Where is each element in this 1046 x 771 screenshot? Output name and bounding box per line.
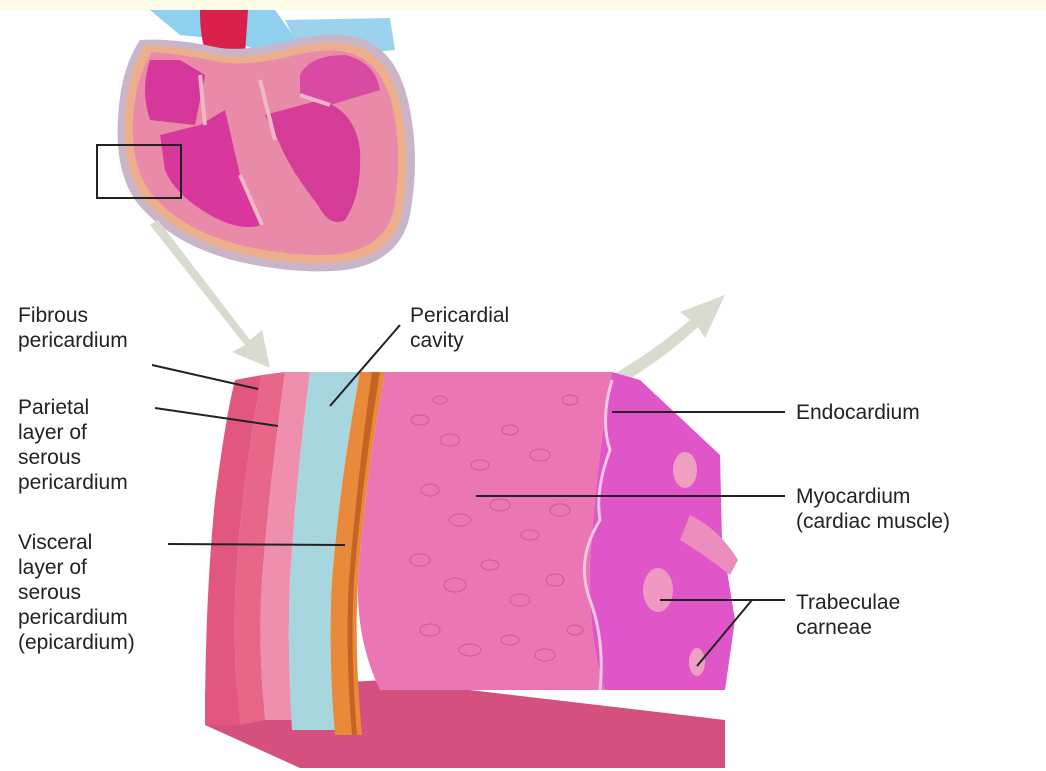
label-line: layer of xyxy=(18,555,135,580)
label-endocardium: Endocardium xyxy=(796,400,920,425)
heart-illustration xyxy=(97,10,415,271)
label-visceral-layer: Visceral layer of serous pericardium (ep… xyxy=(18,530,135,655)
label-line: layer of xyxy=(18,420,128,445)
label-line: serous xyxy=(18,445,128,470)
label-line: Parietal xyxy=(18,395,128,420)
leader-fibrous xyxy=(152,365,258,389)
trabecula-1 xyxy=(673,452,697,488)
label-trabeculae-carneae: Trabeculae carneae xyxy=(796,590,900,640)
label-line: Fibrous xyxy=(18,303,128,328)
label-line: pericardium xyxy=(18,328,128,353)
label-line: pericardium xyxy=(18,470,128,495)
trabecula-4 xyxy=(689,648,705,676)
label-line: cavity xyxy=(410,328,509,353)
label-line: carneae xyxy=(796,615,900,640)
right-atrium xyxy=(145,60,205,125)
trabecula-3 xyxy=(643,568,673,612)
label-parietal-layer: Parietal layer of serous pericardium xyxy=(18,395,128,495)
label-line: (epicardium) xyxy=(18,630,135,655)
label-line: (cardiac muscle) xyxy=(796,509,950,534)
myocardium-block xyxy=(358,372,612,690)
leader-visceral xyxy=(168,544,345,545)
label-line: Endocardium xyxy=(796,400,920,425)
label-line: Visceral xyxy=(18,530,135,555)
label-line: Trabeculae xyxy=(796,590,900,615)
label-fibrous-pericardium: Fibrous pericardium xyxy=(18,303,128,353)
label-line: Pericardial xyxy=(410,303,509,328)
label-line: serous xyxy=(18,580,135,605)
label-myocardium: Myocardium (cardiac muscle) xyxy=(796,484,950,534)
label-line: Myocardium xyxy=(796,484,950,509)
label-pericardial-cavity: Pericardial cavity xyxy=(410,303,509,353)
label-line: pericardium xyxy=(18,605,135,630)
wall-block xyxy=(205,372,738,768)
